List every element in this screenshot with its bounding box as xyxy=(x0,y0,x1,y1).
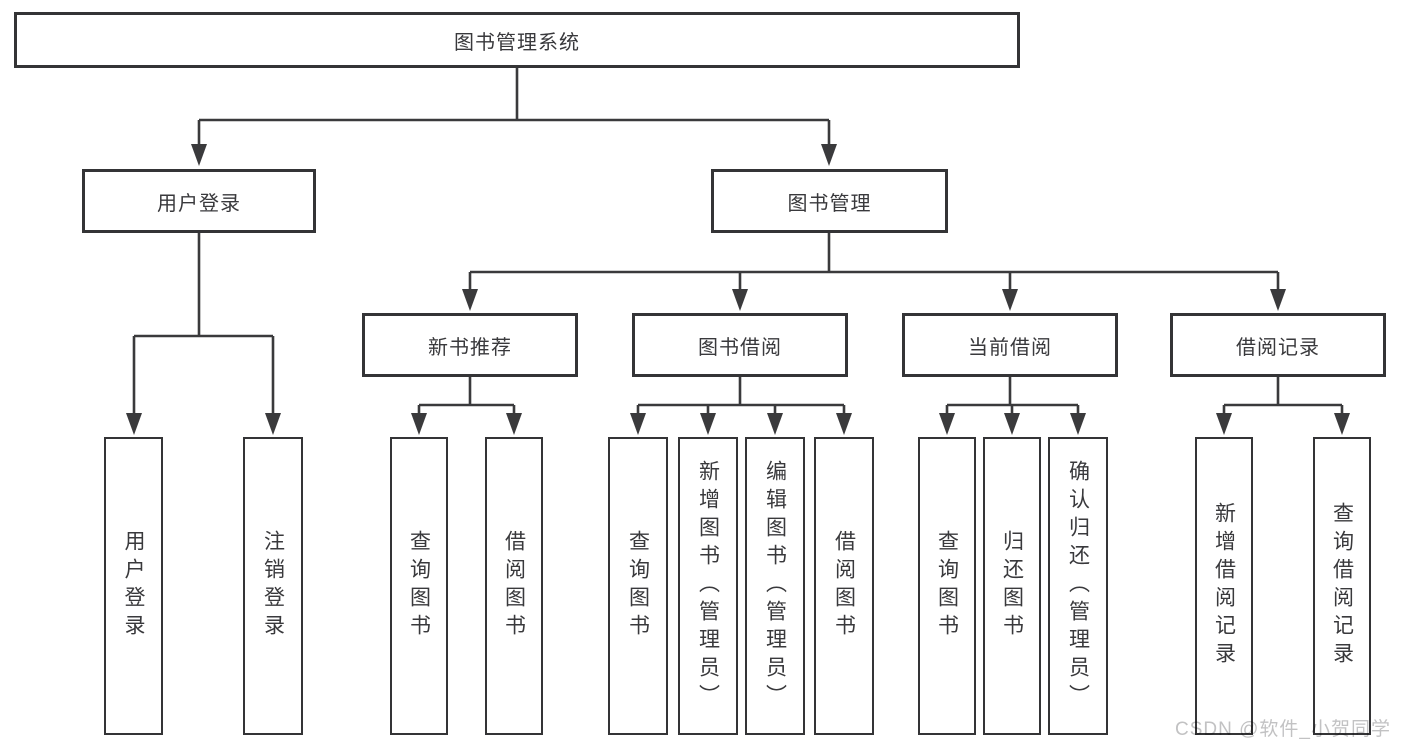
leaf-logout-login: 注销登录 xyxy=(243,437,303,735)
node-borrow-records: 借阅记录 xyxy=(1170,313,1386,377)
connector-recommend-to-leaves xyxy=(417,377,516,418)
node-user-login-label: 用户登录 xyxy=(157,192,241,215)
leaf-borrow-book: 借阅图书 xyxy=(814,437,874,735)
leaf-query-book-recommend: 查询图书 xyxy=(390,437,448,735)
leaf-query-borrow-record: 查询借阅记录 xyxy=(1313,437,1371,735)
node-borrow-records-label: 借阅记录 xyxy=(1236,336,1320,359)
connector-login-to-leaves xyxy=(132,233,275,418)
leaf-confirm-return-admin: 确认归还（管理员） xyxy=(1048,437,1108,735)
connector-mgmt-to-modules xyxy=(468,233,1280,294)
watermark: CSDN @软件_小贺同学 xyxy=(1175,719,1391,740)
leaf-query-book-current: 查询图书 xyxy=(918,437,976,735)
leaf-return-book: 归还图书 xyxy=(983,437,1041,735)
node-root: 图书管理系统 xyxy=(14,12,1020,68)
leaf-add-borrow-record: 新增借阅记录 xyxy=(1195,437,1253,735)
node-user-login: 用户登录 xyxy=(82,169,316,233)
node-new-book-recommend: 新书推荐 xyxy=(362,313,578,377)
connector-records-to-leaves xyxy=(1222,377,1344,418)
node-current-borrow: 当前借阅 xyxy=(902,313,1118,377)
connector-root-to-branches xyxy=(197,68,831,150)
node-new-book-recommend-label: 新书推荐 xyxy=(428,336,512,359)
leaf-edit-book-admin: 编辑图书（管理员） xyxy=(745,437,805,735)
leaf-query-book-borrow: 查询图书 xyxy=(608,437,668,735)
connector-current-to-leaves xyxy=(945,377,1080,418)
leaf-borrow-book-recommend: 借阅图书 xyxy=(485,437,543,735)
node-book-management-label: 图书管理 xyxy=(787,192,872,215)
leaf-add-book-admin: 新增图书（管理员） xyxy=(678,437,738,735)
node-book-borrow-label: 图书借阅 xyxy=(698,336,782,359)
node-root-label: 图书管理系统 xyxy=(454,31,580,54)
node-book-management: 图书管理 xyxy=(711,169,948,233)
leaf-user-login: 用户登录 xyxy=(104,437,163,735)
node-current-borrow-label: 当前借阅 xyxy=(968,336,1052,359)
node-book-borrow: 图书借阅 xyxy=(632,313,848,377)
connector-borrow-to-leaves xyxy=(636,377,846,418)
